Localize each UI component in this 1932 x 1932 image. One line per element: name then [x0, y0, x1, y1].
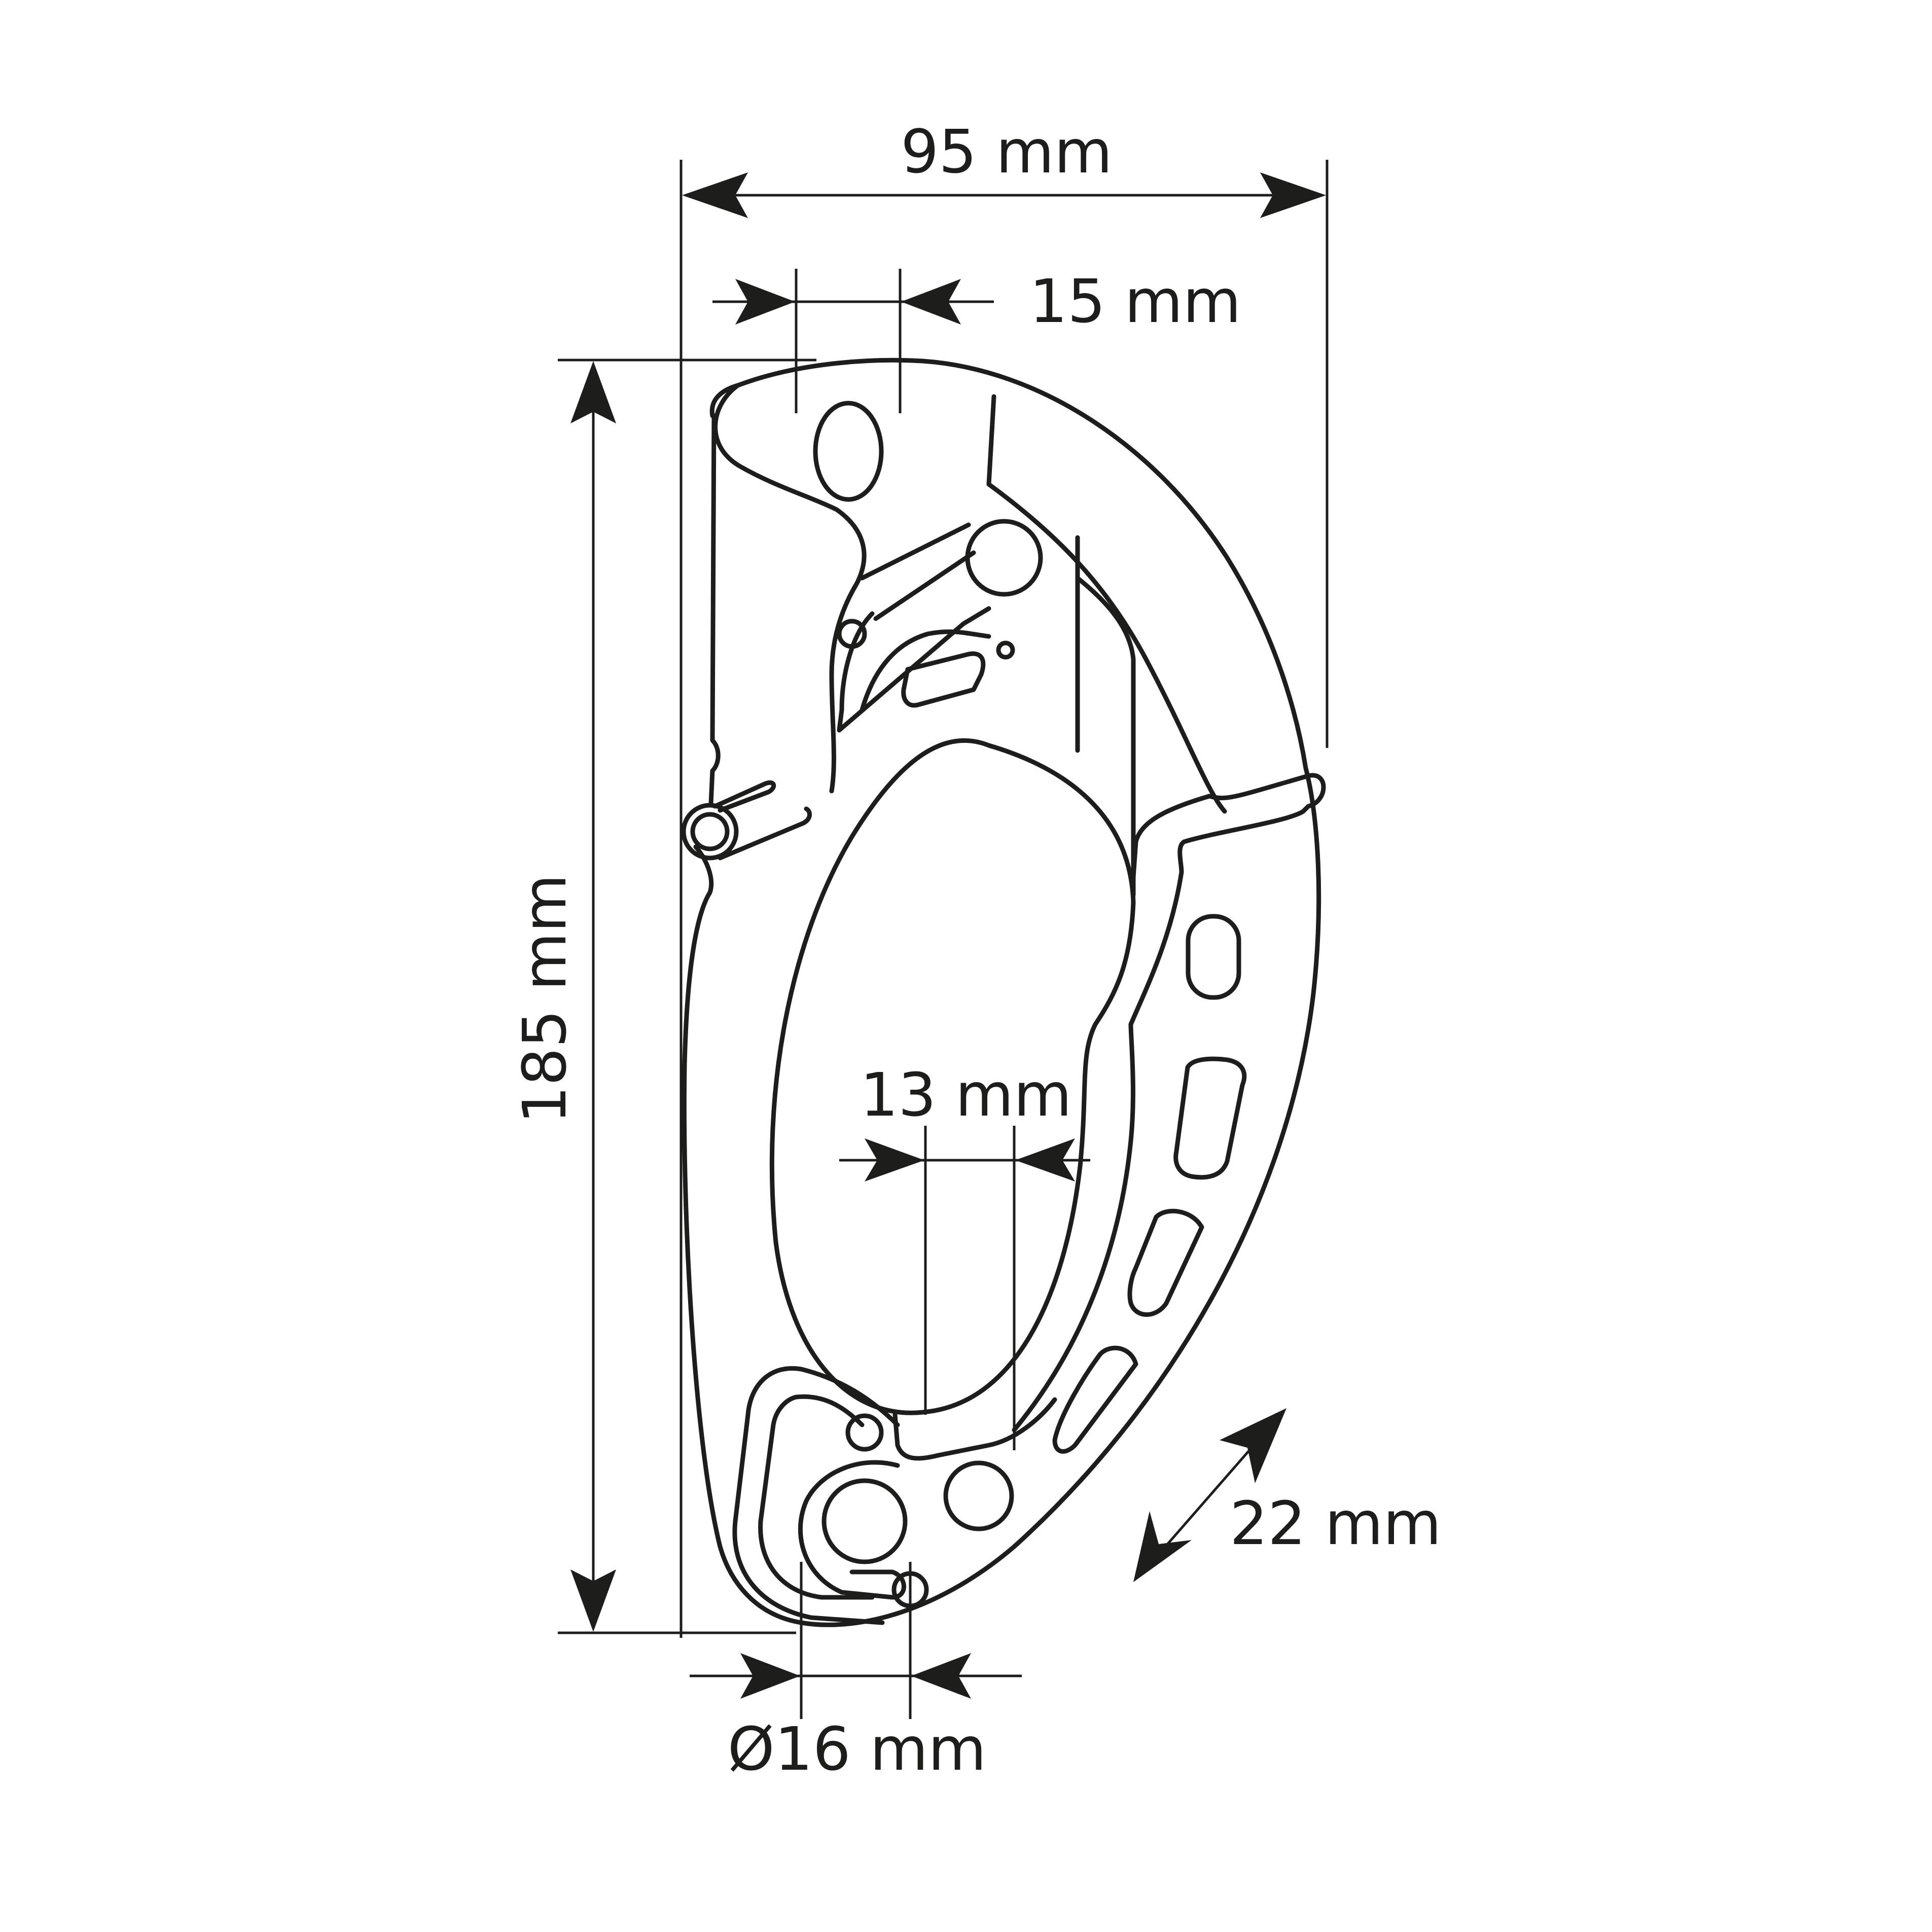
- bar-slot-4: [1052, 1345, 1138, 1454]
- hinge-arm: [712, 780, 812, 861]
- small-upper-hole: [845, 1413, 884, 1452]
- bar-slot-2: [1173, 1056, 1247, 1180]
- arrow-right-icon: [1260, 172, 1326, 218]
- dimension-label-15: 15 mm: [1029, 266, 1241, 336]
- device-outline: [681, 357, 1326, 1627]
- cam-slot: [901, 651, 986, 708]
- arrow-up-icon: [570, 361, 616, 423]
- dimension-overall-height: 185 mm: [510, 359, 816, 1634]
- cam-tiny-hole: [996, 640, 1015, 660]
- bar-slot-3: [1127, 1208, 1204, 1317]
- arrow-down-icon: [570, 1569, 616, 1632]
- hinge-pivot-outer: [681, 803, 739, 861]
- arrow-left-icon: [901, 279, 961, 325]
- bar-inner-edge: [986, 394, 1227, 814]
- arrow-left-icon: [682, 172, 748, 218]
- dimension-overall-width: 95 mm: [679, 117, 1329, 1638]
- arrow-up-right-icon: [1220, 1408, 1286, 1483]
- bar-slot-1: [1186, 914, 1241, 1000]
- perforated-bar-edge: [1012, 870, 1184, 1433]
- bottom-channel: [758, 1394, 875, 1600]
- dimension-hole-diameter: Ø16 mm: [690, 1562, 1022, 1784]
- bottom-loop-outline: [732, 1366, 900, 1625]
- dimension-label-185: 185 mm: [510, 874, 580, 1124]
- cam-plate: [837, 522, 991, 733]
- upper-roller-circle: [813, 401, 884, 502]
- cross-rib: [1131, 773, 1326, 880]
- gate-edge: [708, 413, 721, 806]
- outer-body-outline: [682, 357, 1321, 1627]
- central-opening: [769, 738, 1136, 1415]
- dimension-bar-thickness: 22 mm: [1133, 1408, 1442, 1582]
- arrow-right-icon: [865, 1138, 924, 1182]
- arrow-left-icon: [911, 1653, 971, 1699]
- dimension-label-95: 95 mm: [901, 117, 1113, 187]
- arrow-right-icon: [740, 1653, 800, 1699]
- dimension-label-13: 13 mm: [860, 1060, 1072, 1130]
- inner-rail: [1075, 535, 1136, 898]
- dimension-label-22: 22 mm: [1230, 1488, 1442, 1558]
- dimension-label-16: Ø16 mm: [728, 1714, 986, 1784]
- cam-pin-circle: [965, 519, 1043, 597]
- secondary-hole: [943, 1460, 1014, 1531]
- main-hole-rim: [798, 1460, 906, 1600]
- central-bridge: [892, 1397, 1057, 1461]
- dimension-top-opening: 15 mm: [712, 266, 1241, 413]
- arrow-down-left-icon: [1133, 1511, 1192, 1582]
- arrow-right-icon: [735, 279, 795, 325]
- main-attachment-hole: [821, 1478, 908, 1564]
- dimension-inner-gap: 13 mm: [839, 1060, 1090, 1450]
- arrow-left-icon: [1015, 1138, 1075, 1182]
- cam-small-hole: [837, 619, 867, 649]
- hook-nose: [713, 383, 867, 794]
- hinge-pivot-inner: [690, 812, 730, 851]
